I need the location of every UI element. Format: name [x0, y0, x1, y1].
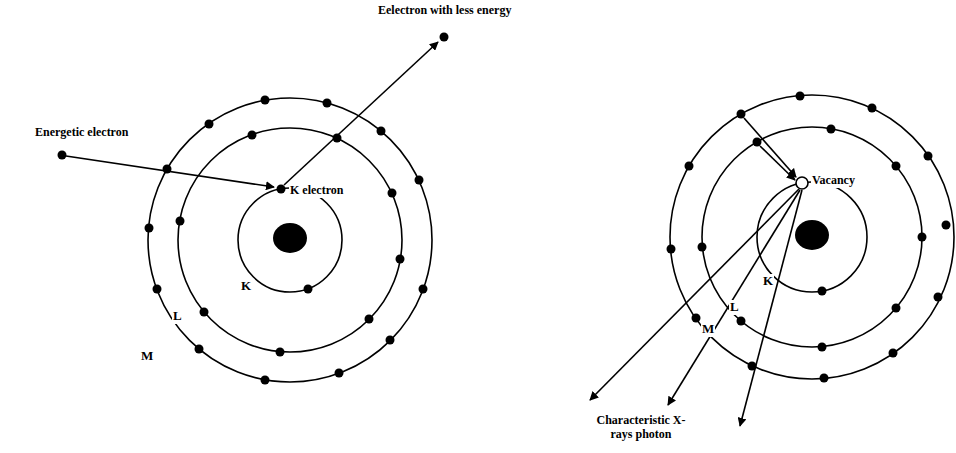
vacancy-hole [796, 177, 808, 189]
nucleus [795, 220, 829, 250]
k-shell [238, 188, 342, 292]
l-shell [178, 128, 402, 352]
k-shell [757, 182, 867, 292]
shell-letter: M [140, 349, 154, 364]
nucleus [273, 223, 307, 253]
shell-letter: L [729, 300, 740, 315]
electrons [58, 33, 951, 385]
label: Energetic electron [34, 126, 129, 140]
shell-letter: K [240, 279, 252, 294]
label: K electron [289, 184, 344, 198]
caption-label: Characteristic X-rays photon [588, 414, 694, 442]
label: Eelectron with less energy [377, 4, 512, 18]
shell-letter: L [172, 309, 183, 324]
l-shell [702, 127, 922, 347]
shell-letter: K [762, 274, 774, 289]
m-shell [670, 95, 954, 379]
m-shell [148, 98, 432, 382]
arrows [66, 42, 802, 426]
shell-letter: M [701, 322, 715, 337]
label: Vacancy [811, 174, 856, 188]
